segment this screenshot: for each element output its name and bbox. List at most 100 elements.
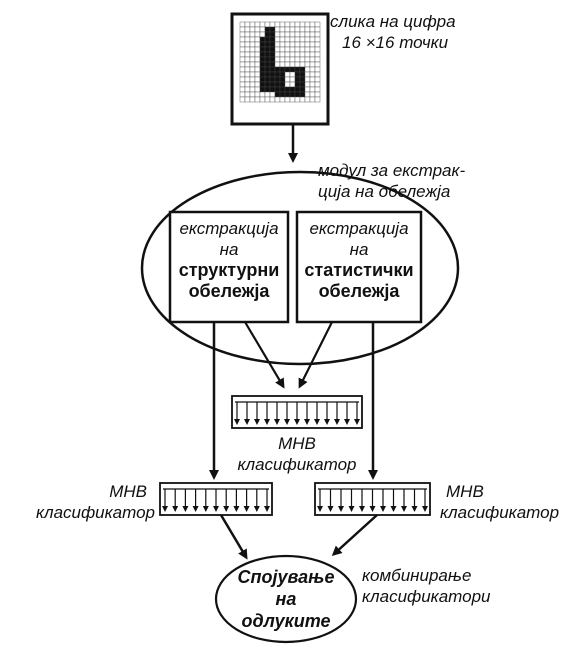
pixel-cell [285,27,290,32]
pixel-cell [300,67,305,72]
pixel-cell [250,72,255,77]
pixel-cell [240,42,245,47]
pixel-cell [270,97,275,102]
input-label-line2: 16 ×16 точки [330,32,456,53]
module-label-line1: модул за екстрак- [318,160,465,181]
pixel-cell [265,62,270,67]
pixel-cell [290,72,295,77]
pixel-cell [275,52,280,57]
structural-line3: структурни [170,260,288,281]
arrow-right-to-fusion [334,515,377,554]
pixel-cell [305,62,310,67]
pixel-cell [295,22,300,27]
pixel-cell [245,62,250,67]
pixel-cell [240,97,245,102]
combination-label: комбинирање класификатори [362,565,491,607]
pixel-cell [270,52,275,57]
pixel-cell [270,27,275,32]
pixel-cell [270,62,275,67]
right-classifier-label: МНВ класификатор [440,481,575,523]
pixel-cell [245,97,250,102]
pixel-cell [255,62,260,67]
pixel-cell [250,52,255,57]
pixel-grid [240,22,320,102]
pixel-cell [250,62,255,67]
pixel-cell [245,92,250,97]
pixel-cell [265,42,270,47]
pixel-cell [270,37,275,42]
pixel-cell [315,57,320,62]
statistical-line2: на [297,239,421,260]
pixel-cell [305,67,310,72]
pixel-cell [290,22,295,27]
pixel-cell [310,27,315,32]
module-label-line2: ција на обележја [318,181,465,202]
pixel-cell [255,82,260,87]
pixel-cell [260,27,265,32]
pixel-cell [265,37,270,42]
pixel-cell [295,62,300,67]
pixel-cell [245,77,250,82]
pixel-cell [275,27,280,32]
pixel-cell [260,67,265,72]
pixel-cell [240,52,245,57]
pixel-cell [260,32,265,37]
pixel-cell [290,52,295,57]
pixel-cell [305,42,310,47]
pixel-cell [295,77,300,82]
pixel-cell [245,82,250,87]
pixel-cell [265,67,270,72]
pixel-cell [275,47,280,52]
pixel-cell [255,97,260,102]
pixel-cell [255,27,260,32]
pixel-cell [310,22,315,27]
pixel-cell [315,97,320,102]
pixel-cell [305,77,310,82]
pixel-cell [290,67,295,72]
center-classifier-label: МНВ класификатор [222,433,372,475]
pixel-cell [280,57,285,62]
pixel-cell [270,22,275,27]
pixel-cell [240,77,245,82]
pixel-cell [295,87,300,92]
pixel-cell [265,87,270,92]
pixel-cell [265,32,270,37]
pixel-cell [310,67,315,72]
pixel-cell [245,72,250,77]
pixel-cell [310,52,315,57]
pixel-cell [250,27,255,32]
pixel-cell [310,72,315,77]
pixel-cell [255,92,260,97]
pixel-cell [305,37,310,42]
pixel-cell [270,57,275,62]
pixel-cell [270,77,275,82]
fusion-text: Спојување на одлуките [226,566,346,632]
combination-line2: класификатори [362,586,491,607]
pixel-cell [270,87,275,92]
pixel-cell [300,87,305,92]
pixel-cell [265,47,270,52]
pixel-cell [285,57,290,62]
pixel-cell [290,82,295,87]
pixel-cell [310,62,315,67]
pixel-cell [285,32,290,37]
pixel-cell [240,72,245,77]
pixel-cell [245,57,250,62]
pixel-cell [245,42,250,47]
pixel-cell [300,92,305,97]
pixel-cell [265,22,270,27]
pixel-cell [280,22,285,27]
pixel-cell [315,32,320,37]
pixel-cell [280,32,285,37]
pixel-cell [280,77,285,82]
pixel-cell [270,42,275,47]
pixel-cell [250,47,255,52]
structural-line4: обележја [170,281,288,302]
pixel-cell [255,37,260,42]
pixel-cell [315,22,320,27]
pixel-cell [300,37,305,42]
pixel-cell [260,77,265,82]
pixel-cell [250,22,255,27]
pixel-cell [280,87,285,92]
fusion-line1: Спојување [226,566,346,588]
